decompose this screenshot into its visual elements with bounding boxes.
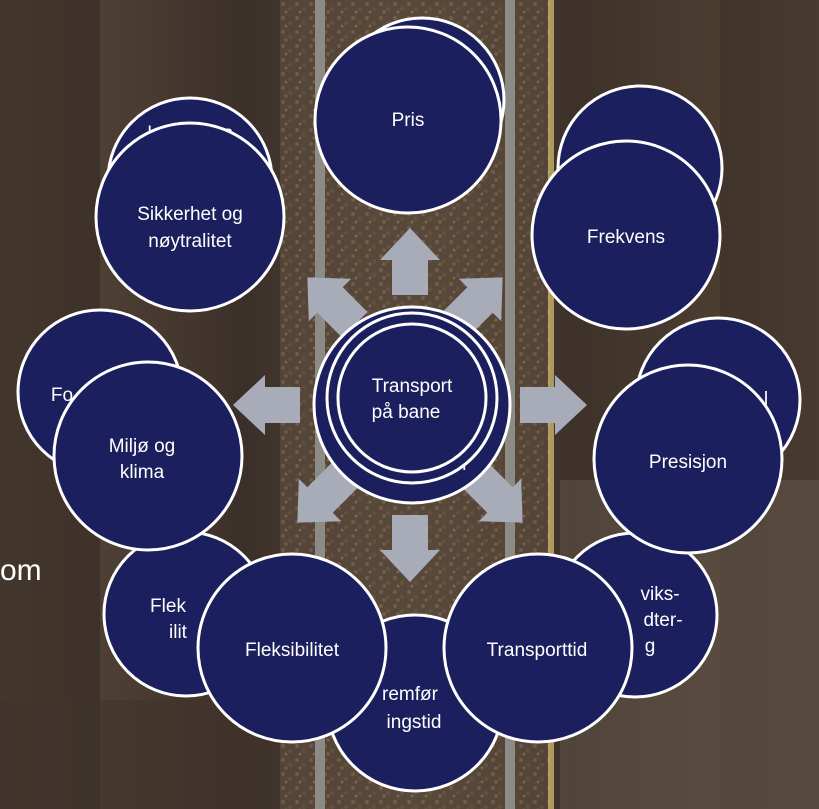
front-layer: Transport på bane Pris Frekvens Presisjo…: [52, 25, 784, 744]
side-text: om: [0, 554, 42, 587]
node-sikkerhet-label-1: Sikkerhet og: [137, 204, 243, 225]
node-miljo-label-2: klima: [120, 462, 165, 483]
node-miljo[interactable]: [52, 360, 244, 552]
center-label-2: på bane: [372, 402, 441, 423]
center-circle[interactable]: [325, 311, 499, 485]
node-transporttid[interactable]: [442, 552, 634, 744]
arrow-down: [380, 515, 440, 582]
transporttid-back-label-2: dter-: [643, 610, 682, 631]
fleksibilitet-back-label-1: Flek: [150, 596, 186, 617]
node-sikkerhet-label-2: nøytralitet: [148, 231, 232, 252]
transporttid-back-label-1: viks-: [640, 584, 679, 605]
transporttid-back-label-3: g: [645, 636, 656, 657]
fremforingstid-back-label-1: remfør: [382, 684, 439, 705]
node-frekvens[interactable]: [530, 139, 722, 331]
node-pris[interactable]: [313, 25, 503, 215]
node-sikkerhet[interactable]: [94, 121, 286, 313]
node-frekvens-label: Frekvens: [587, 227, 665, 248]
node-fleksibilitet-label: Fleksibilitet: [245, 640, 340, 661]
arrow-down-left: [297, 462, 358, 523]
miljo-back-label: Fo: [51, 385, 73, 406]
arrow-left: [233, 375, 300, 435]
arrow-right: [520, 375, 587, 435]
fremforingstid-back-label-2: ingstid: [387, 712, 442, 733]
presisjon-back-label: l: [764, 389, 768, 410]
center-circle-inner: [336, 322, 488, 474]
arrow-up: [380, 228, 440, 295]
node-fleksibilitet[interactable]: [196, 552, 388, 744]
node-pris-label: Pris: [392, 110, 425, 131]
node-presisjon-label: Presisjon: [649, 452, 727, 473]
fleksibilitet-back-label-2: ilit: [169, 622, 188, 643]
node-presisjon[interactable]: [592, 363, 784, 555]
center-label-1: Transport: [372, 376, 453, 397]
node-miljo-label-1: Miljø og: [109, 436, 176, 457]
node-transporttid-label: Transporttid: [487, 640, 588, 661]
arrow-up-left: [307, 277, 368, 338]
